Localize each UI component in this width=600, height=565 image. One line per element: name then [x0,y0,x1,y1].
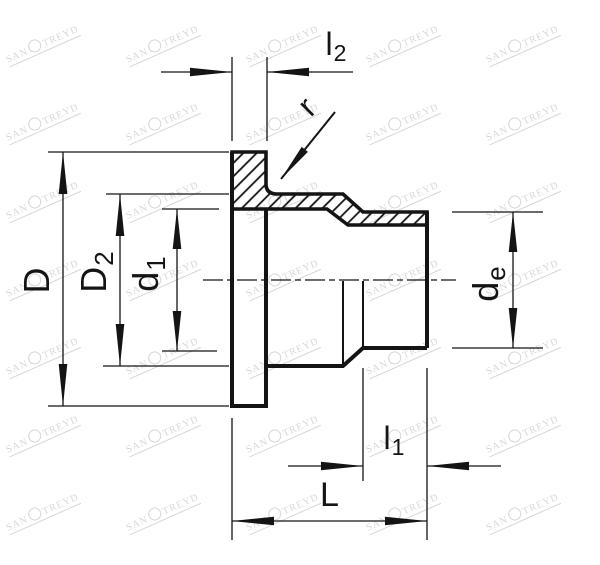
dimension-L [231,418,427,540]
dim-label-L: L [320,478,340,512]
section-profile [230,150,429,227]
label-text: L [320,476,339,514]
body-bottom-outline [266,346,427,368]
dimension-l2 [161,57,353,141]
label-subscript: 1 [142,256,171,271]
dim-label-d1: d1 [125,256,171,292]
dim-label-de: de [465,266,511,302]
arrowhead [321,461,363,471]
dim-label-l2: l2 [325,26,347,65]
arrowhead [115,324,125,366]
dim-label-D2: D2 [73,251,119,293]
arrowhead [172,311,182,351]
arrowhead [508,308,518,348]
arrowhead [58,364,68,406]
arrowhead [508,212,518,252]
label-text: l [325,26,333,62]
dimension-D [48,151,229,407]
label-text: d [465,281,506,302]
dimension-l1 [288,368,501,540]
label-text: D [16,267,57,294]
arrowhead [58,152,68,194]
arrowhead [232,516,274,526]
dimension-D2 [103,193,229,367]
dimension-d1 [162,208,219,352]
label-subscript: e [482,266,511,281]
arrowhead [190,67,232,77]
part-section-top [230,150,429,227]
dim-label-D: D [16,267,57,294]
label-text: l [383,420,391,456]
dim-label-l1: l1 [383,420,405,459]
label-subscript: 2 [90,251,119,266]
arrowhead [172,209,182,249]
label-subscript: 2 [333,39,347,66]
arrowhead [267,67,309,77]
arrowhead [385,516,427,526]
arrowhead [281,146,308,179]
label-text: d [125,271,166,292]
part-outline-bottom [230,152,429,408]
label-text: D [73,266,114,293]
radius-leader [280,111,336,180]
arrowhead [427,461,469,471]
arrowhead [115,194,125,236]
flange-outline [230,152,268,408]
label-subscript: 1 [391,433,405,460]
dimension-de [452,211,543,349]
